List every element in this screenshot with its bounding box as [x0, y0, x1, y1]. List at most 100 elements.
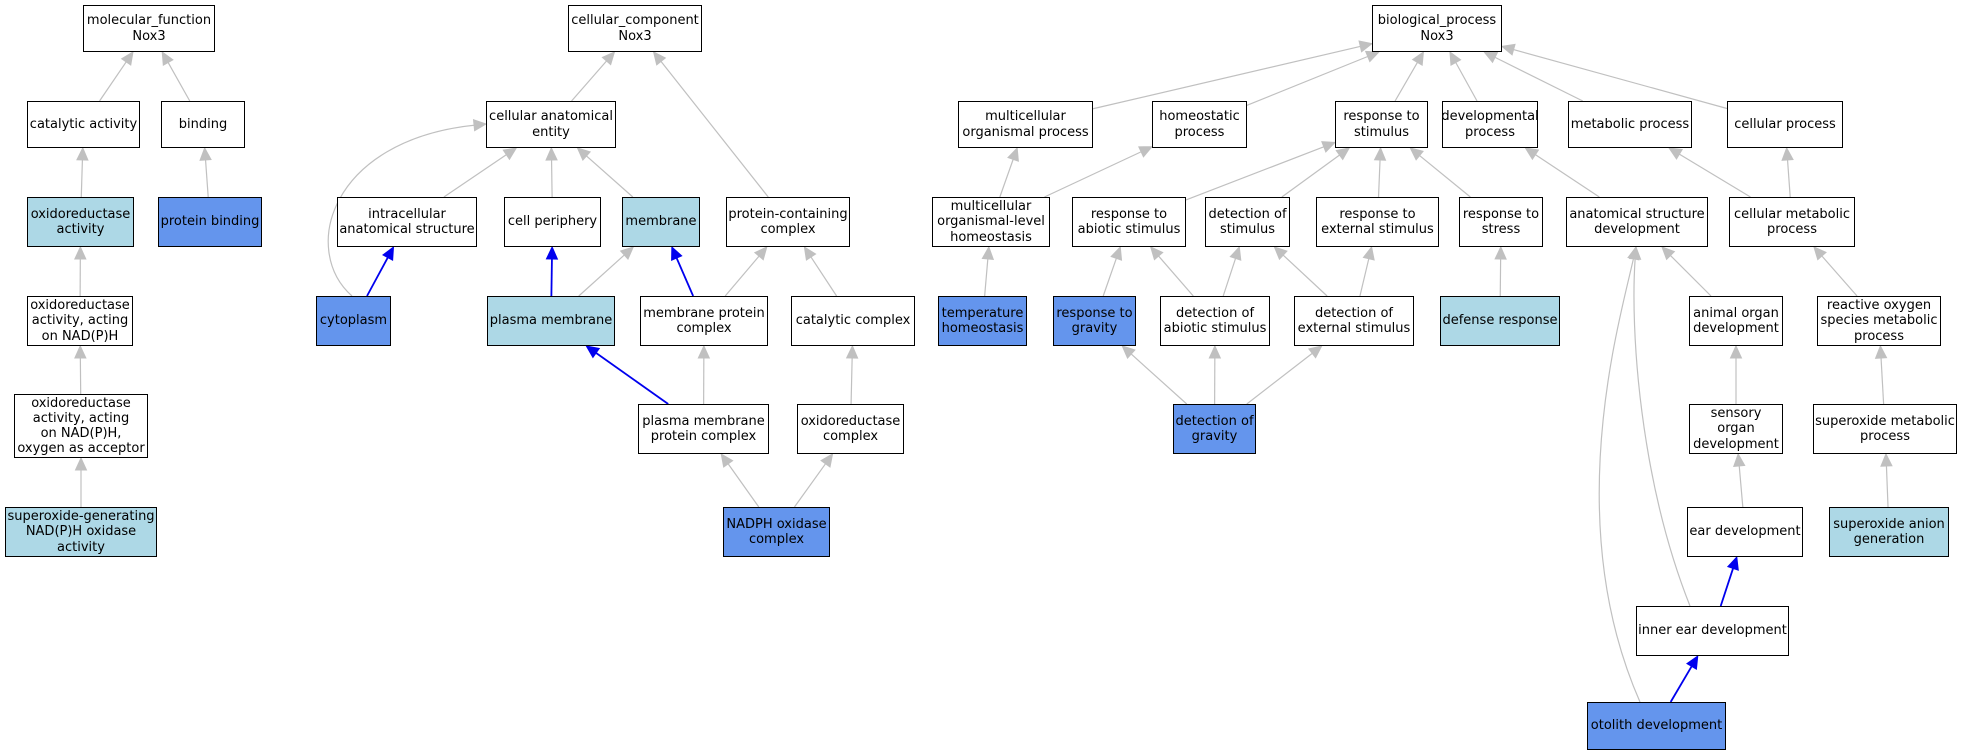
- edge-memprot-to-membrane: [675, 256, 694, 297]
- node-eardev: ear development: [1687, 507, 1803, 557]
- edge-gravity-to-abiotic: [1102, 257, 1118, 297]
- node-protbind: protein binding: [158, 197, 262, 247]
- arrowhead-detgrav-to-gravity: [1121, 345, 1136, 360]
- edge-otolith-to-innerear: [1669, 665, 1693, 703]
- edge-protbind-to-binding: [204, 158, 209, 198]
- edge-cellproc-to-bp: [1512, 48, 1728, 110]
- edge-cae-to-cc: [571, 59, 608, 102]
- arrowhead-detabiotic-to-detstim: [1229, 245, 1242, 261]
- node-bp: biological_process Nox3: [1372, 5, 1502, 52]
- arrowhead-protcont-to-cc: [652, 51, 667, 66]
- arrowhead-protbind-to-binding: [199, 146, 212, 161]
- edge-detgrav-to-detext: [1246, 352, 1314, 405]
- node-mf: molecular_function Nox3: [83, 5, 215, 52]
- edge-resp-to-bp: [1394, 61, 1419, 102]
- node-catcomplex: catalytic complex: [791, 296, 915, 346]
- node-oxnadph_o2: oxidoreductase activity, acting on NAD(P…: [14, 394, 148, 458]
- node-detgrav: detection of gravity: [1173, 404, 1256, 454]
- edge-detabiotic-to-abiotic: [1157, 254, 1194, 297]
- arrowhead-pmprot-to-plasmamem: [585, 345, 601, 359]
- arrowhead-eardev-to-sod: [1733, 452, 1746, 467]
- arrowhead-homeo-to-bp: [1364, 50, 1380, 63]
- arrowhead-stress-to-resp: [1409, 147, 1424, 161]
- edge-extstim-to-resp: [1377, 158, 1381, 198]
- node-devproc: developmental process: [1441, 101, 1539, 148]
- node-cytoplasm: cytoplasm: [316, 296, 391, 346]
- arrowhead-detabiotic-to-abiotic: [1149, 246, 1164, 261]
- arrowhead-mcohomeo-to-homeo: [1138, 146, 1154, 158]
- edge-ros-to-cmp: [1820, 254, 1858, 297]
- node-nadph: NADPH oxidase complex: [723, 507, 830, 557]
- edge-superanion-to-superoxmet: [1885, 464, 1889, 508]
- arrowhead-detext-to-extstim: [1362, 245, 1375, 261]
- edge-homeo-to-bp: [1246, 55, 1369, 106]
- node-resp: response to stimulus: [1335, 101, 1428, 148]
- arrowhead-superoxgen-to-oxnadph_o2: [74, 456, 88, 471]
- node-aod: animal organ development: [1689, 296, 1783, 346]
- edge-oxcomplex-to-catcomplex: [850, 356, 853, 405]
- arrowhead-catalytic-to-mf: [120, 51, 134, 66]
- node-plasmamem: plasma membrane: [487, 296, 615, 346]
- arrowhead-devproc-to-bp: [1449, 50, 1462, 66]
- node-cellper: cell periphery: [504, 197, 601, 247]
- arrowhead-resp-to-bp: [1411, 50, 1425, 66]
- node-cae: cellular anatomical entity: [486, 101, 616, 148]
- arrowhead-cmp-to-metab: [1668, 147, 1683, 160]
- edge-binding-to-mf: [167, 61, 191, 102]
- arrowhead-superoxmet-to-ros: [1874, 344, 1888, 359]
- arrowhead-binding-to-mf: [161, 50, 174, 66]
- edge-oxred-to-catalytic: [80, 158, 84, 198]
- arrowhead-oxnadph_o2-to-oxnadph: [74, 344, 87, 359]
- edge-membrane-to-cae: [585, 154, 634, 198]
- arrowhead-defense-to-stress: [1494, 245, 1507, 260]
- node-ros: reactive oxygen species metabolic proces…: [1817, 296, 1941, 346]
- edge-catcomplex-to-protcont: [809, 255, 838, 297]
- node-defense: defense response: [1440, 296, 1560, 346]
- edge-mcohomeo-to-homeo: [1044, 150, 1143, 198]
- edge-abiotic-to-resp: [1185, 145, 1325, 201]
- edge-cmp-to-metab: [1678, 153, 1751, 198]
- node-detstim: detection of stimulus: [1205, 197, 1290, 247]
- arrowhead-mcohomeo-to-mcop: [1007, 146, 1019, 162]
- edge-nadph-to-pmprot: [727, 462, 760, 508]
- edge-plasmamem-to-membrane: [578, 253, 626, 297]
- arrowhead-otolith-to-innerear: [1686, 654, 1699, 670]
- arrowhead-aod-to-asd: [1661, 246, 1676, 261]
- edge-pmprot-to-plasmamem: [594, 351, 669, 405]
- arrowhead-plasmamem-to-cellper: [545, 245, 559, 260]
- edge-detext-to-detstim: [1282, 254, 1328, 297]
- arrowhead-innerear-to-eardev: [1726, 555, 1739, 571]
- arrowhead-mcop-to-bp: [1358, 40, 1374, 53]
- node-oxred: oxidoreductase activity: [27, 197, 134, 247]
- edge-detstim-to-resp: [1281, 153, 1341, 198]
- edge-cmp-to-cellproc: [1786, 158, 1791, 198]
- edge-nadph-to-oxcomplex: [793, 462, 827, 508]
- node-cmp: cellular metabolic process: [1729, 197, 1855, 247]
- arrowhead-detgrav-to-detabiotic: [1208, 344, 1222, 359]
- node-membrane: membrane: [622, 197, 700, 247]
- arrowhead-temphomeo-to-mcohomeo: [981, 245, 995, 260]
- arrowhead-otolith-to-asd: [1627, 245, 1640, 261]
- node-detabiotic: detection of abiotic stimulus: [1160, 296, 1270, 346]
- node-binding: binding: [161, 101, 245, 148]
- arrowhead-oxcomplex-to-catcomplex: [845, 344, 859, 359]
- edge-eardev-to-sod: [1738, 464, 1744, 508]
- edge-innerear-to-asd: [1633, 257, 1691, 607]
- edge-mcop-to-bp: [1092, 45, 1362, 110]
- edge-otolith-to-asd: [1598, 257, 1641, 703]
- node-detext: detection of external stimulus: [1294, 296, 1414, 346]
- edge-cellper-to-cae: [550, 158, 553, 198]
- arrowhead-detstim-to-resp: [1335, 147, 1351, 161]
- edge-superoxmet-to-ros: [1880, 356, 1885, 405]
- arrowhead-cytoplasm-to-cae: [472, 119, 488, 132]
- arrowhead-oxnadph-to-oxred: [74, 245, 87, 260]
- node-mcop: multicellular organismal process: [958, 101, 1093, 148]
- node-asd: anatomical structure development: [1566, 197, 1708, 247]
- edge-aod-to-asd: [1669, 254, 1712, 297]
- edge-catalytic-to-mf: [99, 60, 128, 102]
- edge-intracell-to-cae: [443, 153, 508, 198]
- edge-mcohomeo-to-mcop: [999, 158, 1015, 198]
- arrowhead-nadph-to-pmprot: [720, 453, 734, 468]
- node-superoxgen: superoxide-generating NAD(P)H oxidase ac…: [5, 507, 157, 557]
- node-memprot: membrane protein complex: [640, 296, 768, 346]
